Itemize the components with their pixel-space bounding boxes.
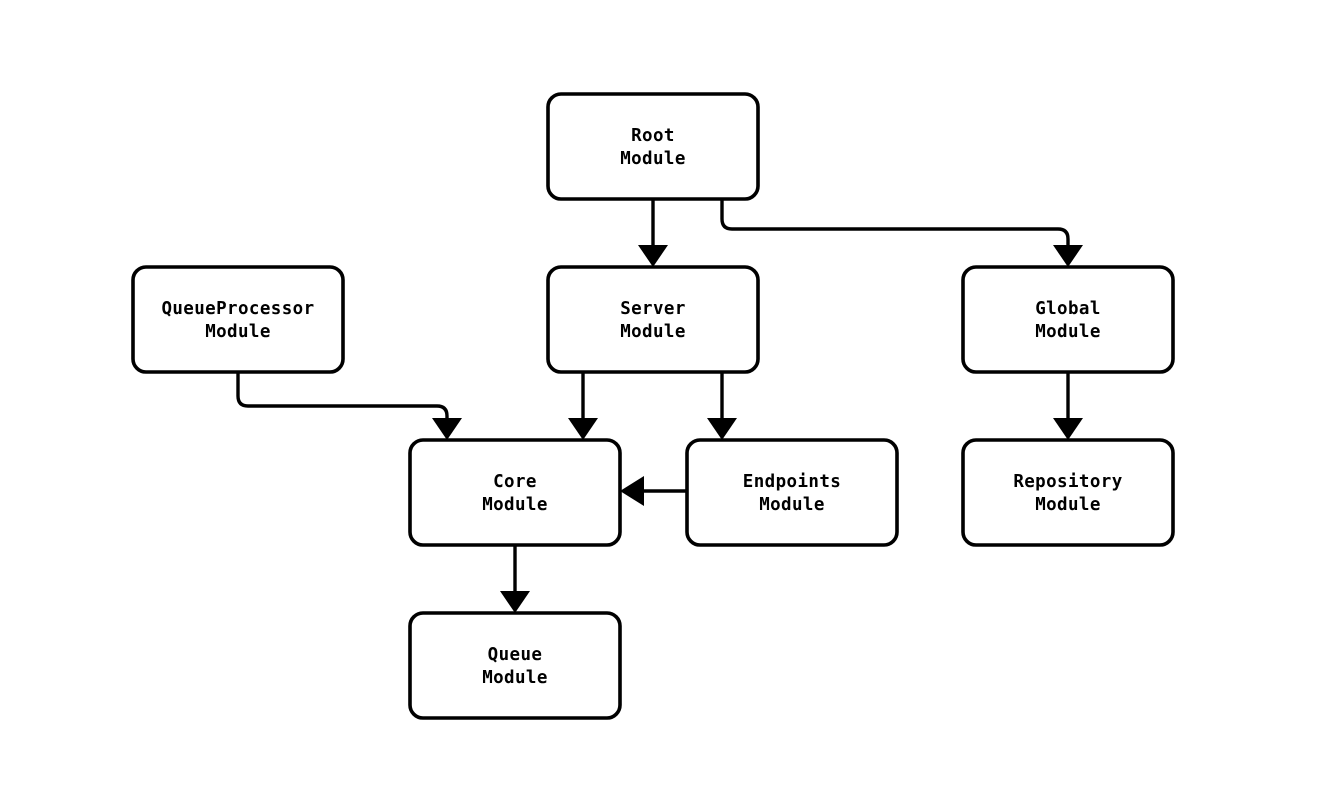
node-endpoints-module[interactable]: Endpoints Module [685,438,899,547]
node-root-module-box[interactable] [546,92,760,201]
edge-global-repository [1053,372,1083,440]
node-queueprocessor-module[interactable]: QueueProcessor Module [131,265,345,374]
node-global-module[interactable]: Global Module [961,265,1175,374]
edge-core-queue [500,545,530,613]
edge-root-global [720,199,1083,267]
node-repository-module-label-line1: Repository [1013,472,1122,492]
node-queue-module[interactable]: Queue Module [408,611,622,720]
node-queueprocessor-module-label-line2: Module [205,322,271,342]
node-root-module[interactable]: Root Module [546,92,760,201]
node-global-module-label-line2: Module [1035,322,1101,342]
node-root-module-label-line2: Module [620,149,686,169]
node-repository-module-label-line2: Module [1035,495,1101,515]
node-core-module-box[interactable] [408,438,622,547]
node-global-module-box[interactable] [961,265,1175,374]
node-server-module[interactable]: Server Module [546,265,760,374]
node-queueprocessor-module-box[interactable] [131,265,345,374]
node-core-module[interactable]: Core Module [408,438,622,547]
node-server-module-box[interactable] [546,265,760,374]
node-queueprocessor-module-label-line1: QueueProcessor [161,299,314,319]
node-queue-module-label-line1: Queue [488,645,543,665]
node-root-module-label-line1: Root [631,126,675,146]
node-endpoints-module-label-line1: Endpoints [743,472,841,492]
node-server-module-label-line2: Module [620,322,686,342]
nodes-layer: Root Module QueueProcessor Module Server… [131,92,1175,720]
edges-layer [236,199,1083,613]
node-queue-module-box[interactable] [408,611,622,720]
node-endpoints-module-label-line2: Module [759,495,825,515]
edge-server-core [568,372,598,440]
node-server-module-label-line1: Server [620,299,686,319]
edge-queueprocessor-core [236,372,462,440]
edge-server-endpoints [707,372,737,440]
node-core-module-label-line2: Module [482,495,548,515]
node-queue-module-label-line2: Module [482,668,548,688]
node-core-module-label-line1: Core [493,472,537,492]
edge-root-server [638,199,668,267]
edge-endpoints-core [620,476,687,506]
node-endpoints-module-box[interactable] [685,438,899,547]
node-global-module-label-line1: Global [1035,299,1101,319]
node-repository-module-box[interactable] [961,438,1175,547]
node-repository-module[interactable]: Repository Module [961,438,1175,547]
